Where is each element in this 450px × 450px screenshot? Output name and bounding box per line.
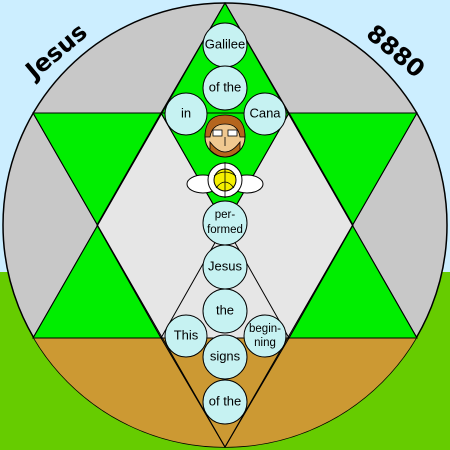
word-cana: Cana	[249, 105, 281, 120]
diagonal-line	[224, 2, 418, 339]
word-bubble-the: the	[202, 288, 248, 334]
word-galilee: Galilee	[205, 36, 245, 51]
diagonal-line	[224, 112, 418, 448]
trinity-flower-icon	[186, 162, 264, 198]
word-signs: signs	[210, 348, 241, 363]
word-bubble-beginning: begin- ning	[243, 314, 287, 358]
face-icon	[204, 114, 246, 158]
word-the: the	[216, 302, 234, 317]
word-bubble-this: This	[164, 314, 208, 358]
word-bubble-of-the-top: of the	[202, 65, 248, 111]
word-jesus: Jesus	[208, 258, 242, 273]
diagonal-line	[32, 2, 226, 339]
word-beginning-line2: ning	[254, 337, 276, 349]
word-beginning-line1: begin-	[249, 323, 281, 335]
word-in: in	[181, 105, 191, 120]
word-performed-line1: per-	[215, 209, 236, 221]
word-of-the-top: of the	[209, 79, 242, 94]
word-bubble-galilee: Galilee	[202, 22, 248, 68]
word-bubble-signs: signs	[202, 334, 248, 380]
word-performed-line2: formed	[207, 224, 243, 236]
word-this: This	[174, 327, 199, 342]
word-of-the-bottom: of the	[209, 393, 242, 408]
diagonal-line	[32, 112, 226, 448]
word-bubble-cana: Cana	[243, 92, 287, 136]
word-bubble-jesus: Jesus	[202, 244, 248, 290]
word-bubble-in: in	[164, 92, 208, 136]
word-bubble-performed: per- formed	[202, 200, 248, 246]
word-bubble-of-the-bottom: of the	[202, 379, 248, 425]
